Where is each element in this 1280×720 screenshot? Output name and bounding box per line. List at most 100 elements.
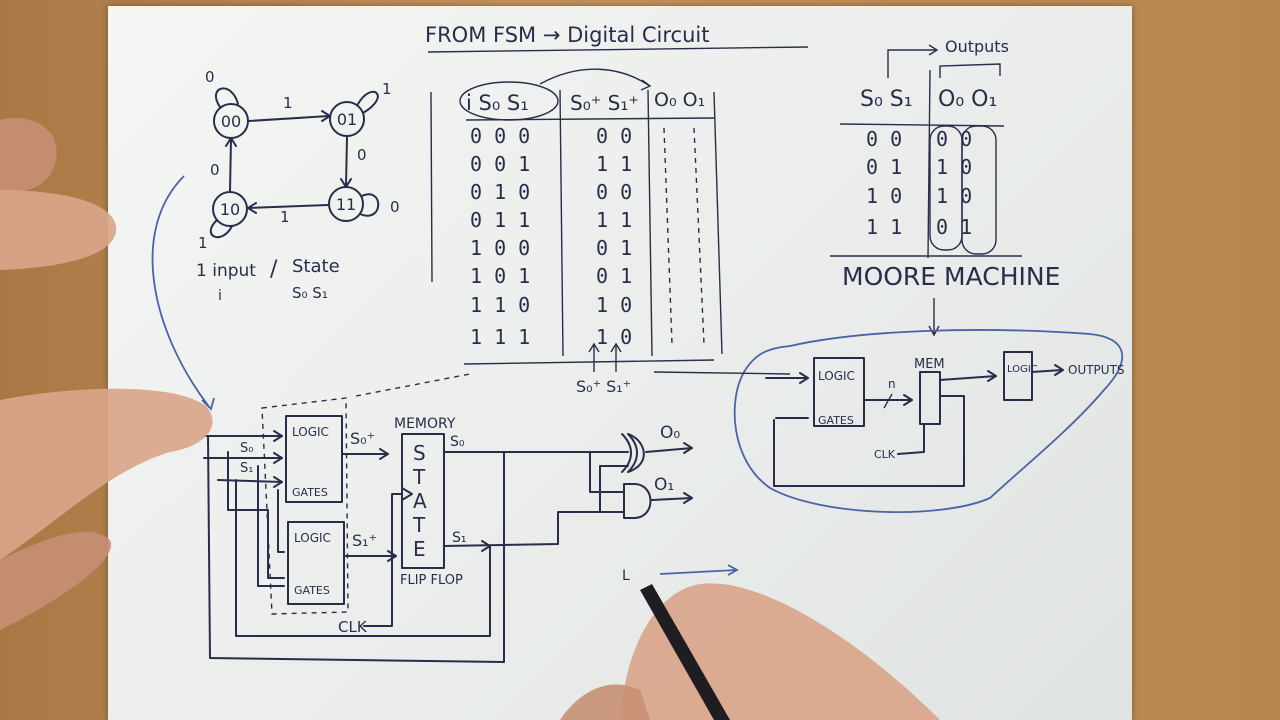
logic-gates-box-1 <box>285 415 343 503</box>
edge-01-11 <box>345 136 348 187</box>
clk-label: CLK <box>338 618 368 636</box>
o1-arrowhead <box>683 492 693 504</box>
logic2-input-wire-a <box>227 451 285 579</box>
left-thumb <box>0 388 213 560</box>
gates-label-2: GATES <box>294 584 330 597</box>
o0-arrowhead <box>683 442 693 454</box>
output-row-outputs: 0 1 <box>936 215 972 239</box>
page-title: FROM FSM → Digital Circuit <box>425 23 709 47</box>
edge-10-00-label: 0 <box>210 161 220 179</box>
state-letter: T <box>412 465 426 489</box>
bd-gates-label: GATES <box>818 414 854 427</box>
bd-logic-box <box>813 357 865 427</box>
s0-plus-arrowhead <box>379 448 389 460</box>
bd-outputs-arrow <box>1031 369 1063 373</box>
outputs-column-dots-2 <box>693 127 705 345</box>
truth-table-divider-2 <box>647 89 653 357</box>
right-hand-with-pen <box>560 583 940 720</box>
and-gate <box>623 483 652 519</box>
edge-00-01-label: 1 <box>283 94 293 112</box>
table-to-circuit-dashed-link <box>355 373 471 397</box>
s0-to-and-wire <box>589 451 625 493</box>
s1-feedback-arrowhead <box>481 540 491 552</box>
bd-bus-width: n <box>888 377 896 391</box>
bd-outputs-arrowhead <box>1054 364 1064 376</box>
arrowhead-11-10 <box>247 202 257 214</box>
flip-flop-label: FLIP FLOP <box>400 573 463 588</box>
output-row-state: 1 0 <box>866 184 902 208</box>
o1-column-ellipse <box>961 125 997 255</box>
xor-gate <box>627 433 645 473</box>
self-loop-01 <box>357 90 379 114</box>
bd-output-logic-label: LOGIC <box>1007 364 1038 375</box>
s0-feedback-loop <box>207 435 505 663</box>
o1-label: O₁ <box>654 475 674 495</box>
q-s1-label: S₁ <box>452 530 467 546</box>
logic2-input-wire-b <box>257 465 285 587</box>
legend-separator: / <box>270 257 278 282</box>
outputs-column-dots-1 <box>663 127 673 345</box>
header-arc-arrow <box>539 68 651 87</box>
self-loop-00 <box>214 87 239 108</box>
xor-gate-input-curve <box>621 433 632 473</box>
s1-to-xor-wire <box>599 465 629 513</box>
output-row-outputs: 1 0 <box>936 184 972 208</box>
pen-icon <box>640 584 730 720</box>
left-hand <box>0 117 213 630</box>
right-hand-knuckle <box>560 684 650 720</box>
legend-input-variable: i <box>218 288 222 304</box>
edge-00-01 <box>248 115 330 122</box>
self-loop-11-label: 0 <box>390 198 400 216</box>
scribble-mark: L <box>622 568 630 584</box>
bd-feedback-loop <box>773 395 965 487</box>
left-palm <box>0 531 112 630</box>
truth-row-next: 1 1 <box>596 208 632 232</box>
truth-row-input: 1 1 0 <box>470 293 530 317</box>
truth-table-divider-1 <box>559 89 564 357</box>
output-header-outputs: O₀ O₁ <box>938 87 997 112</box>
title-underline <box>427 46 809 53</box>
footer-arrowhead-1 <box>588 342 600 353</box>
truth-row-next: 1 1 <box>596 152 632 176</box>
self-loop-11 <box>359 193 380 217</box>
truth-row-input: 0 0 1 <box>470 152 530 176</box>
state-label-00: 00 <box>221 112 241 131</box>
truth-row-next: 0 1 <box>596 264 632 288</box>
output-table-divider <box>927 69 931 259</box>
state-label-11: 11 <box>336 195 356 214</box>
scribble-arrow <box>659 569 737 575</box>
arrowhead-10-00 <box>225 137 237 147</box>
o1-wire <box>651 497 693 501</box>
title-group: FROM FSM → Digital Circuit <box>425 23 809 53</box>
fsm-to-circuit-arrow <box>151 175 211 409</box>
legend-state: State <box>292 256 340 277</box>
clk-wire <box>363 493 403 627</box>
logic1-input-wire-b-head <box>273 452 283 464</box>
edge-10-00 <box>229 138 232 192</box>
memory-label: MEMORY <box>394 416 456 432</box>
truth-row-input: 0 0 0 <box>470 124 530 148</box>
legend-input: 1 input <box>196 261 256 281</box>
q-s1-wire <box>443 511 625 547</box>
truth-table-footer: S₀⁺ S₁⁺ <box>576 377 631 396</box>
o0-wire <box>645 447 693 453</box>
arrowhead-01-11 <box>340 178 352 188</box>
gates-label-1: GATES <box>292 486 328 499</box>
output-row-outputs: 0 0 <box>936 127 972 151</box>
output-row-state: 0 0 <box>866 127 902 151</box>
edge-01-11-label: 0 <box>357 146 367 164</box>
moore-machine-caption: MOORE MACHINE <box>842 262 1060 291</box>
left-finger-middle <box>0 190 117 270</box>
table-to-block-link <box>653 371 791 375</box>
arrowhead-00-01 <box>321 110 331 122</box>
truth-table-left-rule <box>430 91 433 283</box>
bd-logic-label: LOGIC <box>818 369 855 383</box>
q-s0-label: S₀ <box>450 434 465 450</box>
truth-row-input: 0 1 1 <box>470 208 530 232</box>
truth-table-right-rule <box>713 91 723 355</box>
bd-mem-box <box>919 371 941 425</box>
outputs-bracket <box>939 63 1001 78</box>
s1-plus-label: S₁⁺ <box>352 531 377 550</box>
truth-row-input: 1 0 1 <box>470 264 530 288</box>
